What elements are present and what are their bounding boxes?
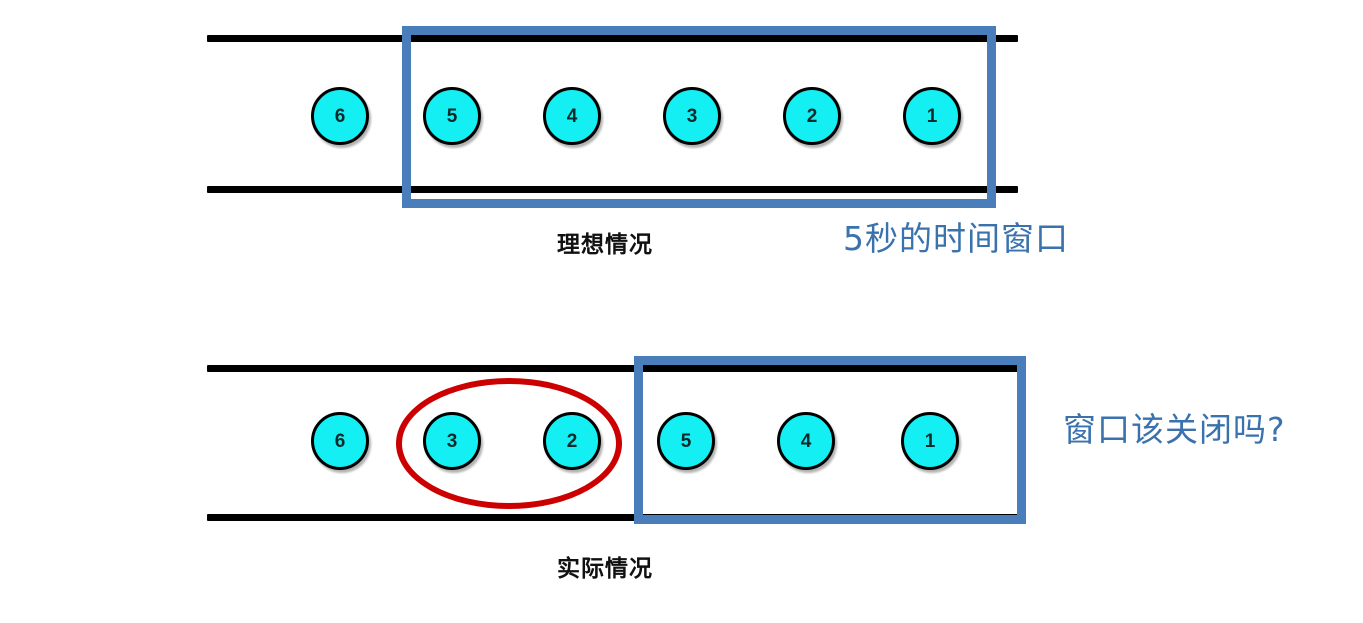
annotation-window-question: 窗口该关闭吗? — [1063, 410, 1286, 449]
event-circle[interactable]: 6 — [311, 412, 369, 470]
event-label: 2 — [566, 430, 578, 452]
event-label: 5 — [446, 105, 458, 127]
caption-ideal: 理想情况 — [557, 232, 653, 258]
out-of-order-highlight-ellipse — [396, 378, 622, 509]
event-circle[interactable]: 1 — [901, 412, 959, 470]
event-label: 5 — [680, 430, 692, 452]
event-label: 6 — [334, 430, 346, 452]
event-circle[interactable]: 4 — [543, 87, 601, 145]
time-window-box-actual[interactable] — [634, 356, 1026, 524]
event-circle[interactable]: 6 — [311, 87, 369, 145]
time-window-box-ideal[interactable] — [402, 26, 996, 208]
annotation-window-duration: 5秒的时间窗口 — [843, 219, 1069, 258]
event-label: 3 — [446, 430, 458, 452]
event-circle[interactable]: 1 — [903, 87, 961, 145]
event-label: 2 — [806, 105, 818, 127]
stream-rail-top-actual — [207, 365, 1018, 372]
stream-rail-bottom-actual — [207, 514, 1018, 521]
event-label: 1 — [926, 105, 938, 127]
stream-rail-top-ideal — [207, 35, 1018, 42]
event-circle[interactable]: 5 — [657, 412, 715, 470]
stream-rail-bottom-ideal — [207, 186, 1018, 193]
event-label: 4 — [566, 105, 578, 127]
event-circle[interactable]: 5 — [423, 87, 481, 145]
event-label: 6 — [334, 105, 346, 127]
event-circle[interactable]: 3 — [663, 87, 721, 145]
event-label: 4 — [800, 430, 812, 452]
event-label: 3 — [686, 105, 698, 127]
caption-actual: 实际情况 — [557, 556, 653, 582]
event-circle[interactable]: 4 — [777, 412, 835, 470]
event-label: 1 — [924, 430, 936, 452]
event-circle[interactable]: 3 — [423, 412, 481, 470]
event-circle[interactable]: 2 — [783, 87, 841, 145]
event-circle[interactable]: 2 — [543, 412, 601, 470]
